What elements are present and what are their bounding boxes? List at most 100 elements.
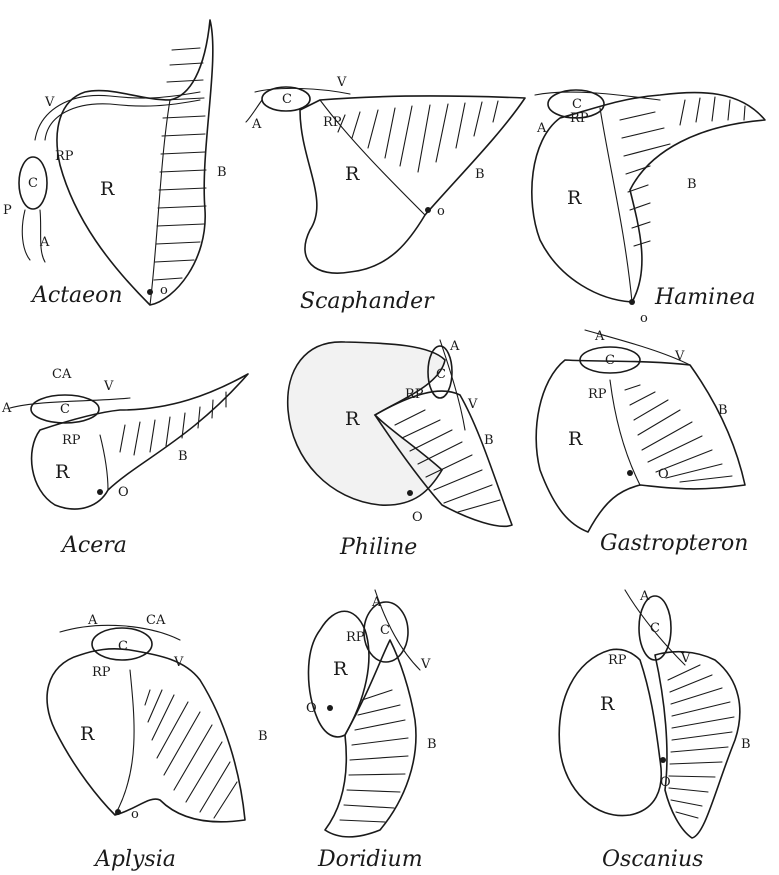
- gastropteron-label-B: B: [718, 403, 728, 418]
- acera-label-RP: RP: [62, 433, 81, 448]
- gastropteron-label-RP: RP: [588, 387, 607, 402]
- haminea-label-RP: RP: [570, 111, 589, 126]
- doridium-label-A: A: [371, 595, 382, 610]
- oscanius-label-RP: RP: [608, 653, 627, 668]
- actaeon-gland-divide: [150, 100, 170, 305]
- actaeon-aorta: [22, 210, 30, 260]
- gastropteron-label-O: O: [658, 467, 669, 482]
- actaeon-label-B: B: [217, 165, 227, 180]
- aplysia-label-R: R: [80, 723, 95, 745]
- doridium-opening: [327, 705, 333, 711]
- acera-label-A: A: [1, 401, 12, 416]
- scaphander-label-o: o: [437, 204, 445, 219]
- scaphander-label-C: C: [282, 92, 292, 107]
- oscanius-label-V: V: [680, 651, 691, 666]
- panel-actaeon: R RP V B C P A o Actaeon: [3, 20, 227, 308]
- haminea-label-A: A: [536, 121, 547, 136]
- acera-opening: [97, 489, 103, 495]
- haminea-label-o: o: [640, 311, 648, 326]
- aplysia-gland-divide: [115, 670, 134, 815]
- scaphander-opening: [425, 207, 431, 213]
- panel-acera: R RP CA C V A B O Acera: [1, 367, 248, 558]
- gastropteron-opening: [627, 470, 633, 476]
- actaeon-vessel-inner: [45, 100, 200, 140]
- panel-doridium: R RP A C V B O Doridium: [306, 590, 437, 872]
- scaphander-name: Scaphander: [300, 289, 435, 314]
- aplysia-label-V: V: [173, 655, 184, 670]
- acera-label-V: V: [103, 379, 114, 394]
- actaeon-branchial-stripes: [154, 48, 206, 280]
- aplysia-gland-outline: [47, 649, 245, 822]
- doridium-label-RP: RP: [346, 630, 365, 645]
- gastropteron-branchial-stripes: [625, 385, 732, 482]
- actaeon-name: Actaeon: [30, 283, 123, 308]
- panel-aplysia: R RP A CA C V B o Aplysia: [47, 613, 268, 872]
- oscanius-label-O: O: [660, 775, 671, 790]
- haminea-branchial-stripes: [620, 97, 745, 246]
- actaeon-label-R: R: [100, 178, 115, 200]
- scaphander-label-R: R: [345, 163, 360, 185]
- aplysia-label-A: A: [87, 613, 98, 628]
- acera-name: Acera: [60, 533, 127, 558]
- acera-label-O: O: [118, 485, 129, 500]
- philine-label-RP: RP: [405, 387, 424, 402]
- oscanius-name: Oscanius: [602, 847, 703, 872]
- oscanius-label-B: B: [741, 737, 751, 752]
- acera-label-B: B: [178, 449, 188, 464]
- philine-label-V: V: [467, 397, 478, 412]
- oscanius-label-R: R: [600, 693, 615, 715]
- doridium-label-R: R: [333, 658, 348, 680]
- haminea-label-B: B: [687, 177, 697, 192]
- gastropteron-label-A: A: [594, 329, 605, 344]
- acera-gland-divide: [100, 435, 108, 490]
- philine-label-R: R: [345, 408, 360, 430]
- panel-haminea: R RP C A B o Haminea: [532, 90, 765, 326]
- aplysia-label-B: B: [258, 729, 268, 744]
- haminea-name: Haminea: [654, 285, 756, 310]
- acera-label-C: C: [60, 402, 70, 417]
- doridium-branchial-stripes: [340, 690, 408, 822]
- scaphander-label-RP: RP: [323, 115, 342, 130]
- actaeon-label-o: o: [160, 283, 168, 298]
- doridium-label-O: O: [306, 701, 317, 716]
- gastropteron-gland-divide: [610, 380, 640, 485]
- aplysia-name: Aplysia: [93, 847, 176, 872]
- philine-label-A: A: [449, 339, 460, 354]
- acera-label-CA: CA: [52, 367, 72, 382]
- panel-gastropteron: R RP A C V B O Gastropteron: [536, 329, 748, 556]
- actaeon-label-V: V: [44, 95, 55, 110]
- actaeon-label-RP: RP: [55, 149, 74, 164]
- haminea-opening: [629, 299, 635, 305]
- philine-label-C: C: [436, 367, 446, 382]
- philine-name: Philine: [339, 535, 417, 560]
- panel-oscanius: R RP A C V B O Oscanius: [559, 589, 750, 872]
- acera-label-R: R: [55, 461, 70, 483]
- scaphander-label-A: A: [251, 117, 262, 132]
- aplysia-opening: [115, 809, 121, 815]
- oscanius-label-C: C: [650, 621, 660, 636]
- aplysia-label-C: C: [118, 639, 128, 654]
- doridium-name: Doridium: [317, 847, 423, 872]
- oscanius-branchial-stripes: [668, 665, 734, 818]
- gastropteron-label-R: R: [568, 428, 583, 450]
- gastropteron-label-C: C: [605, 353, 615, 368]
- aplysia-label-RP: RP: [92, 665, 111, 680]
- acera-vessel: [10, 398, 130, 408]
- panel-philine: R RP A C V B O Philine: [288, 339, 512, 560]
- haminea-label-R: R: [567, 187, 582, 209]
- oscanius-gland-outline: [559, 649, 661, 815]
- actaeon-label-P: P: [3, 203, 12, 218]
- panel-scaphander: R RP V C A B o Scaphander: [246, 75, 525, 314]
- doridium-label-B: B: [427, 737, 437, 752]
- haminea-label-C: C: [572, 97, 582, 112]
- actaeon-gland-outline: [57, 20, 213, 305]
- aplysia-label-CA: CA: [146, 613, 166, 628]
- doridium-label-C: C: [380, 623, 390, 638]
- philine-label-B: B: [484, 433, 494, 448]
- philine-label-O: O: [412, 510, 423, 525]
- scaphander-label-B: B: [475, 167, 485, 182]
- oscanius-label-A: A: [639, 589, 650, 604]
- scaphander-label-V: V: [336, 75, 347, 90]
- oscanius-opening: [660, 757, 666, 763]
